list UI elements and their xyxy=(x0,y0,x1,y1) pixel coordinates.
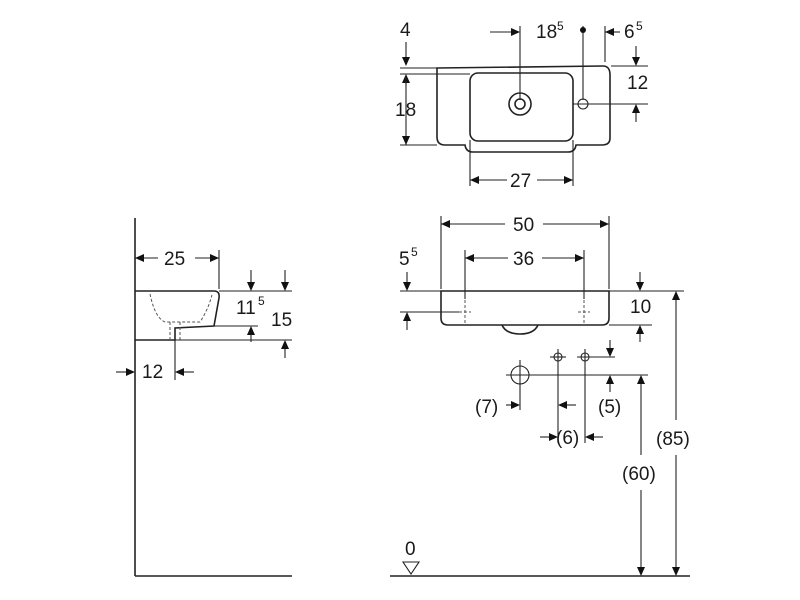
front-fixing-spacing-label: 36 xyxy=(513,249,534,270)
top-depth-label: 18 xyxy=(395,100,416,121)
floor-level-marker xyxy=(401,561,421,575)
front-waste-height-label: (60) xyxy=(622,464,656,485)
side-depth-label: 25 xyxy=(164,249,185,270)
top-right-edge-label: 6 xyxy=(624,22,635,43)
front-supply-height-label: (5) xyxy=(598,397,621,418)
front-width-label: 50 xyxy=(513,215,534,236)
front-waste-offset-label: (7) xyxy=(475,397,498,418)
side-outlet-offset-label: 12 xyxy=(142,362,163,383)
top-hole-height-label: 12 xyxy=(627,73,648,94)
tap-center-mark xyxy=(580,27,586,33)
side-view: 25 11 5 15 12 xyxy=(116,218,292,577)
top-tap-offset-label: 18 xyxy=(536,22,557,43)
front-basin-outline xyxy=(440,290,610,326)
top-right-edge-sup: 5 xyxy=(636,19,643,33)
side-total-height-label: 15 xyxy=(271,310,292,331)
front-view: 50 36 5 5 10 (5) xyxy=(390,215,690,577)
front-supply-spacing-label: (6) xyxy=(556,428,579,449)
top-rim-thickness-label: 4 xyxy=(400,20,411,41)
basin-bowl xyxy=(469,72,574,142)
side-bowl-height-label: 11 xyxy=(236,298,256,319)
side-bowl-inner xyxy=(149,293,213,323)
front-top-offset-label: 5 xyxy=(399,249,410,270)
front-top-offset-sup: 5 xyxy=(411,245,418,259)
top-view: 4 18 18 5 6 5 12 27 xyxy=(395,19,648,192)
side-basin-profile xyxy=(135,290,220,341)
drain-hole-inner xyxy=(514,98,526,110)
front-mount-height-label: (85) xyxy=(656,429,690,450)
top-bowl-width-label: 27 xyxy=(510,171,531,192)
top-tap-offset-sup: 5 xyxy=(557,19,564,33)
floor-level-label: 0 xyxy=(405,539,416,560)
front-drain xyxy=(501,324,539,335)
side-bowl-height-sup: 5 xyxy=(258,294,265,308)
front-height-label: 10 xyxy=(630,297,651,318)
